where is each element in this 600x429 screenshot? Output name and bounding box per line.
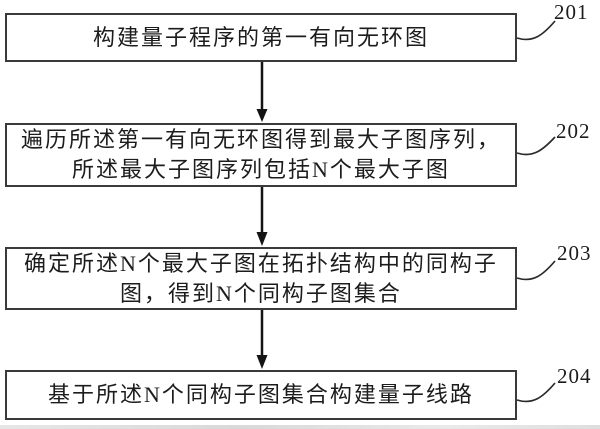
- leader-line-202: [516, 136, 556, 156]
- flow-step-text-204: 基于所述N个同构子图集合构建量子线路: [48, 382, 474, 407]
- scan-edge-artifact: [0, 425, 600, 429]
- arrow-down-2: [256, 187, 268, 246]
- arrow-down-3: [256, 310, 268, 369]
- step-ref-202: 202: [556, 119, 591, 143]
- flow-step-box-204: 基于所述N个同构子图集合构建量子线路: [5, 370, 517, 420]
- leader-line-204: [516, 382, 556, 403]
- arrow-down-1: [256, 62, 268, 122]
- flow-step-box-201: 构建量子程序的第一有向无环图: [5, 13, 517, 62]
- flow-step-box-202: 遍历所述第一有向无环图得到最大子图序列， 所述最大子图序列包括N个最大子图: [5, 123, 517, 187]
- flow-step-text-203: 确定所述N个最大子图在拓扑结构中的同构子 图，得到N个同构子图集合: [24, 250, 498, 306]
- flow-step-box-203: 确定所述N个最大子图在拓扑结构中的同构子 图，得到N个同构子图集合: [5, 247, 517, 310]
- step-ref-201: 201: [554, 0, 589, 24]
- leader-line-201: [516, 20, 556, 41]
- leader-line-203: [516, 260, 556, 281]
- flow-step-text-202: 遍历所述第一有向无环图得到最大子图序列， 所述最大子图序列包括N个最大子图: [20, 127, 501, 182]
- step-ref-203: 203: [557, 241, 592, 265]
- flow-step-text-201: 构建量子程序的第一有向无环图: [92, 24, 429, 50]
- step-ref-204: 204: [557, 364, 592, 388]
